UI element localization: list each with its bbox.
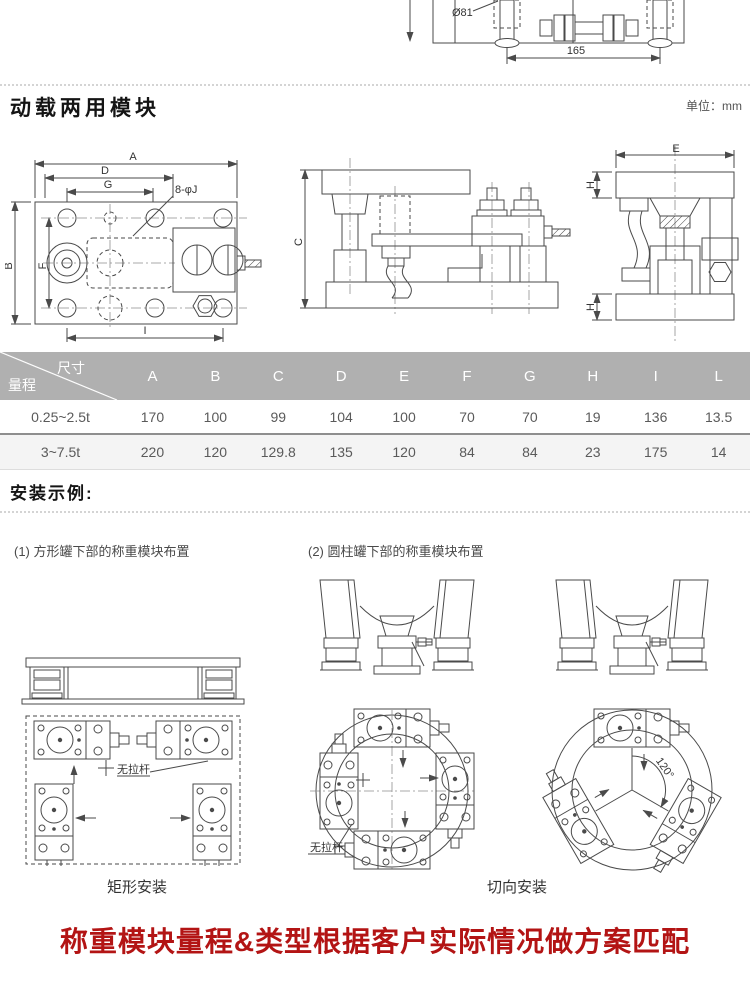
diagram-rect-install: 无拉杆 xyxy=(21,657,245,866)
value-cell: 175 xyxy=(644,444,668,460)
value-cell: 99 xyxy=(270,408,287,425)
col-header-g: G xyxy=(524,367,536,385)
dim-label-d: D xyxy=(101,165,109,177)
value-cell: 136 xyxy=(644,408,668,425)
col-header-e: E xyxy=(399,367,410,385)
col-header-c: C xyxy=(272,367,284,385)
value-cell: 19 xyxy=(585,408,601,425)
range-cell: 0.25~2.5t xyxy=(31,408,90,425)
col-header-d: D xyxy=(335,367,347,385)
value-cell: 14 xyxy=(710,444,727,460)
top-partial-drawing: Ø81 165 xyxy=(406,0,685,64)
dim-label-h-bottom: H xyxy=(586,303,597,311)
install-item-1-label: (1) 方形罐下部的称重模块布置 xyxy=(14,544,190,559)
col-header-a: A xyxy=(147,367,158,385)
corner-diagonal xyxy=(0,352,118,400)
angle-label: 120° xyxy=(653,756,676,782)
value-cell: 70 xyxy=(459,408,475,425)
dim-label-h-top: H xyxy=(586,181,597,189)
diagram-tangent-3-module: 120° xyxy=(540,579,750,880)
value-cell: 23 xyxy=(585,444,601,460)
value-cell: 170 xyxy=(140,408,165,425)
install-examples-heading: 安装示例: xyxy=(10,484,94,503)
unit-label: 单位：mm xyxy=(686,99,742,113)
dim-label-a: A xyxy=(129,151,137,163)
drawing-end-view: E H H xyxy=(586,143,739,342)
value-cell: 100 xyxy=(392,408,416,425)
drawing-side-view: C xyxy=(293,158,571,314)
install-item-2-label: (2) 圆柱罐下部的称重模块布置 xyxy=(308,544,484,559)
col-header-h: H xyxy=(587,367,599,385)
table-row: 3~7.5t 220 120 129.8 135 120 84 84 23 17… xyxy=(0,435,750,470)
value-cell: 129.8 xyxy=(260,444,296,460)
dim-label-165: 165 xyxy=(567,45,585,57)
drawing-top-view: A D G 8-φJ B F I xyxy=(5,151,262,342)
dim-label-b: B xyxy=(5,262,15,269)
no-tie-rod-label: 无拉杆 xyxy=(117,762,150,776)
col-header-f: F xyxy=(462,367,472,385)
value-cell: 84 xyxy=(522,444,538,460)
corner-label-range: 量程 xyxy=(8,377,36,393)
dim-label-c: C xyxy=(293,238,305,246)
col-header-l: L xyxy=(714,367,723,385)
table-header: 尺寸 量程 A B C D E F G H I L xyxy=(0,352,750,400)
footer-note: 称重模块量程&类型根据客户实际情况做方案匹配 xyxy=(59,926,691,957)
value-cell: 100 xyxy=(203,408,228,425)
caption-tangent-install: 切向安装 xyxy=(486,879,547,896)
page-title: 动载两用模块 xyxy=(10,97,160,120)
diagram-tangent-4-module: 无拉杆 xyxy=(308,579,475,872)
table-corner-cell: 尺寸 量程 xyxy=(0,352,121,400)
value-cell: 13.5 xyxy=(704,408,733,425)
value-cell: 120 xyxy=(203,444,228,460)
dotted-separator-install xyxy=(0,511,750,513)
dim-label-f: F xyxy=(37,262,49,269)
caption-rect-install: 矩形安装 xyxy=(106,879,167,896)
dim-label-e: E xyxy=(672,143,679,155)
value-cell: 70 xyxy=(522,408,538,425)
dim-label-dia81: Ø81 xyxy=(452,7,473,19)
value-cell: 135 xyxy=(329,444,353,460)
dim-label-holes: 8-φJ xyxy=(175,184,197,196)
col-header-i: I xyxy=(653,367,658,385)
dotted-separator-top xyxy=(0,84,750,86)
col-header-b: B xyxy=(210,367,221,385)
table-row: 0.25~2.5t 170 100 99 104 100 70 70 19 13… xyxy=(0,400,750,435)
range-cell: 3~7.5t xyxy=(40,444,81,460)
spec-table: 尺寸 量程 A B C D E F G H I L 0.25~2.5t 170 … xyxy=(0,352,750,470)
value-cell: 220 xyxy=(140,444,165,460)
no-tie-rod-label: 无拉杆 xyxy=(310,840,343,854)
corner-label-size: 尺寸 xyxy=(57,360,85,376)
dim-label-i: I xyxy=(143,325,146,337)
value-cell: 104 xyxy=(329,408,353,425)
value-cell: 120 xyxy=(392,444,416,460)
value-cell: 84 xyxy=(459,444,475,460)
dim-label-g: G xyxy=(104,179,113,191)
